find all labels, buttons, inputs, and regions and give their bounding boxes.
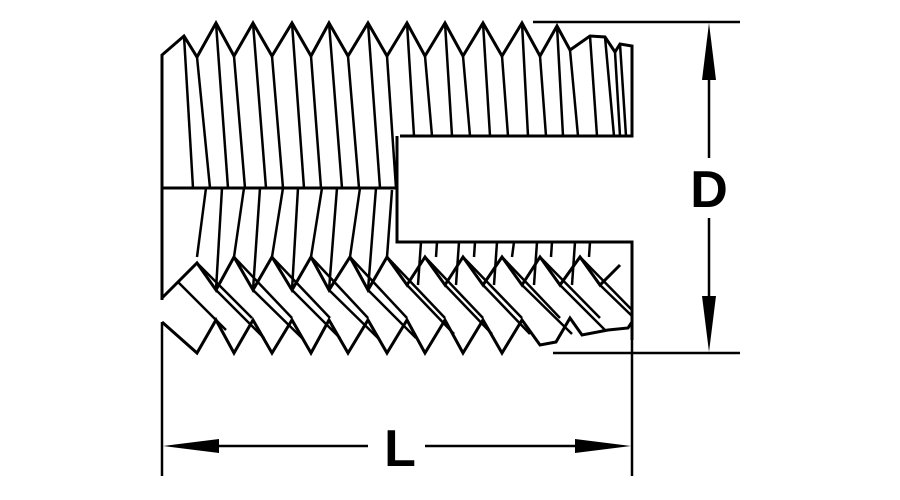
slot-outline [162, 136, 634, 340]
l-label: L [384, 420, 416, 478]
lower-thread-flanks [195, 187, 592, 291]
arrow-up-icon [702, 23, 716, 80]
arrow-left-icon [163, 439, 219, 453]
arrow-right-icon [575, 439, 631, 453]
lower-outer-thread [161, 315, 634, 357]
dimension-d: D [533, 20, 740, 355]
dimension-l: L [160, 322, 634, 478]
d-label: D [690, 161, 728, 219]
upper-thread-profile [160, 19, 634, 300]
arrow-down-icon [702, 296, 716, 352]
lower-helix-bands [177, 256, 633, 339]
lower-inner-thread [160, 253, 622, 300]
